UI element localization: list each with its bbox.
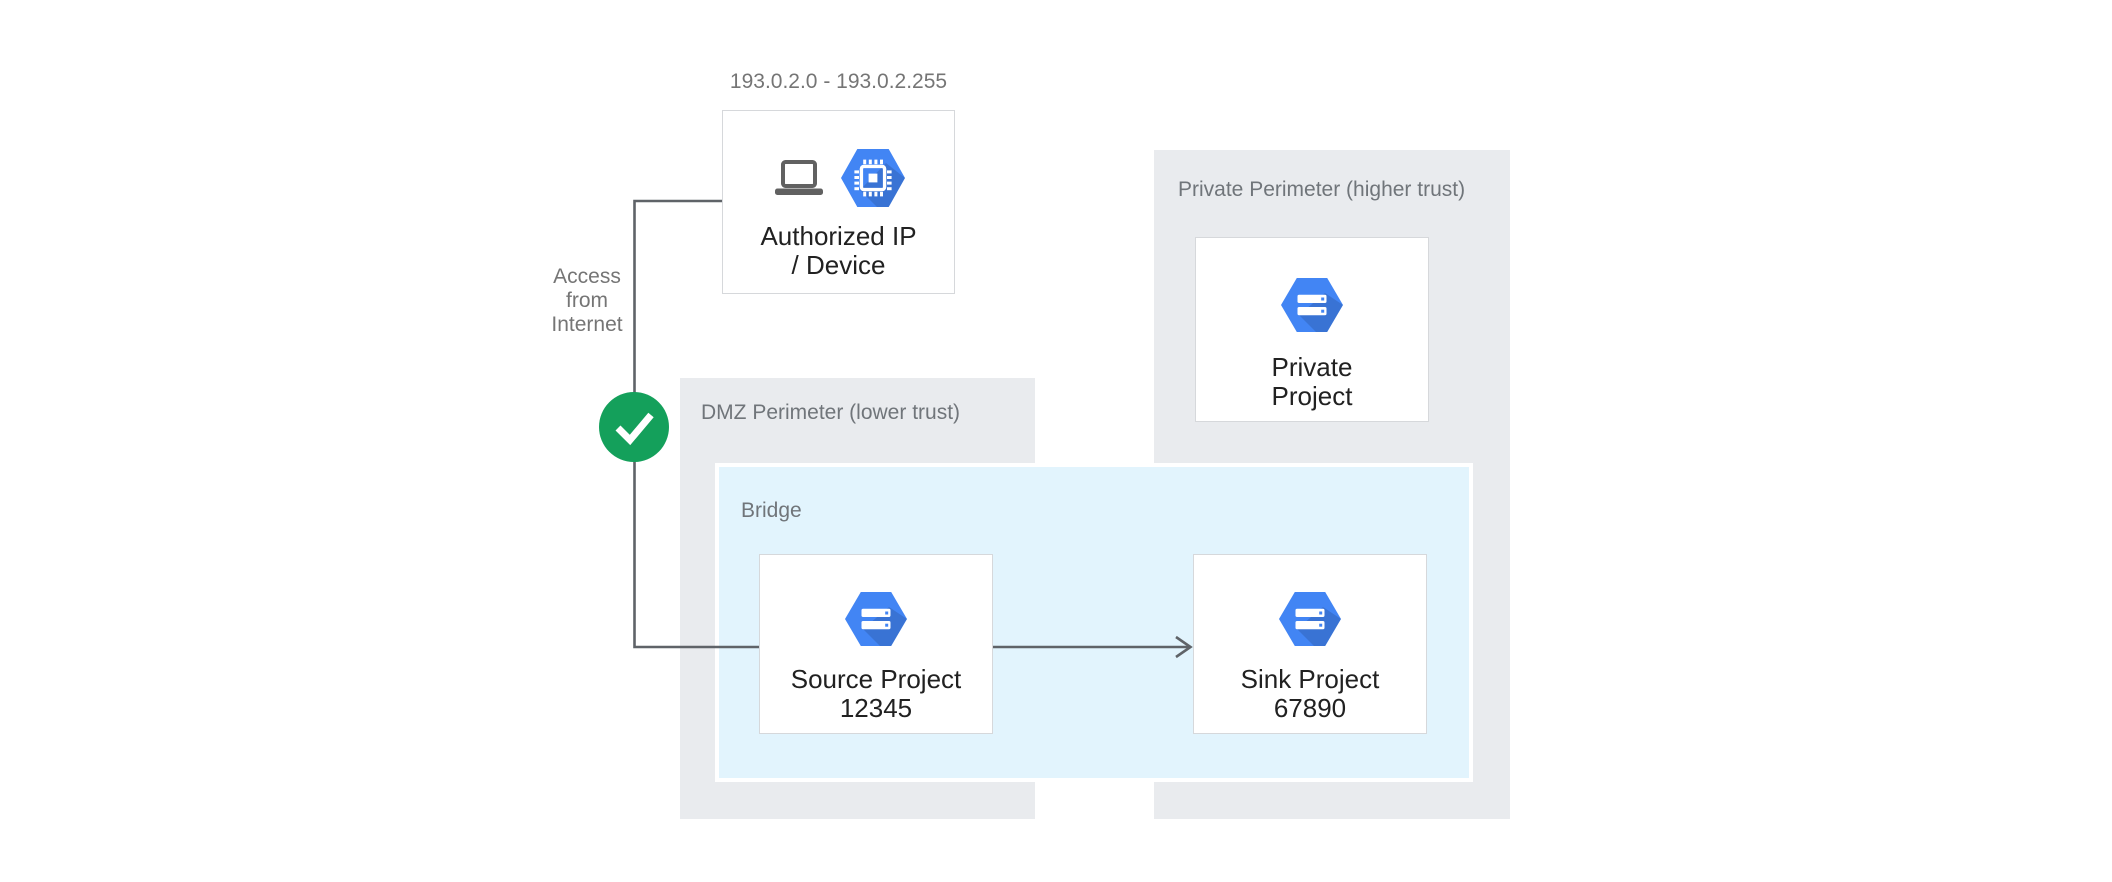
sink-project-id: 67890 [1273, 693, 1347, 723]
project-hexagon-icon [1281, 278, 1343, 332]
laptop-icon [772, 160, 825, 196]
access-label-line: Access [553, 265, 621, 288]
source-project-id: 12345 [839, 693, 913, 723]
access-label-line: Internet [551, 313, 623, 336]
sink-project-name: Sink Project [1240, 664, 1380, 694]
ip-range-label: 193.0.2.0 - 193.0.2.255 [729, 70, 948, 93]
dmz-perimeter-label: DMZ Perimeter (lower trust) [701, 401, 961, 424]
private-project-node: Private Project [1195, 237, 1429, 422]
private-project-label: Private Project [1272, 353, 1353, 411]
access-from-internet-label: Access from Internet [527, 265, 647, 337]
private-project-name-line2: Project [1271, 381, 1353, 411]
private-project-name-line1: Private [1271, 352, 1353, 382]
sink-project-node: Sink Project 67890 [1193, 554, 1427, 734]
private-perimeter-label: Private Perimeter (higher trust) [1178, 178, 1466, 201]
check-icon [615, 412, 654, 446]
project-hexagon-icon [1279, 592, 1341, 646]
source-project-name: Source Project [790, 664, 962, 694]
sink-project-label: Sink Project 67890 [1241, 665, 1380, 723]
access-label-line: from [566, 289, 608, 312]
access-allowed-check-badge [599, 392, 669, 462]
bridge-label: Bridge [741, 499, 802, 522]
source-project-label: Source Project 12345 [791, 665, 962, 723]
arrowhead-icon [1175, 635, 1193, 659]
authorized-node-label-line1: Authorized IP [760, 221, 917, 251]
authorized-node-icons [772, 149, 905, 207]
compute-engine-hexagon-icon [841, 149, 905, 207]
authorized-node-label: Authorized IP / Device [760, 222, 916, 280]
authorized-node-label-line2: / Device [791, 250, 886, 280]
authorized-ip-device-node: Authorized IP / Device [722, 110, 955, 294]
project-hexagon-icon [845, 592, 907, 646]
source-project-node: Source Project 12345 [759, 554, 993, 734]
